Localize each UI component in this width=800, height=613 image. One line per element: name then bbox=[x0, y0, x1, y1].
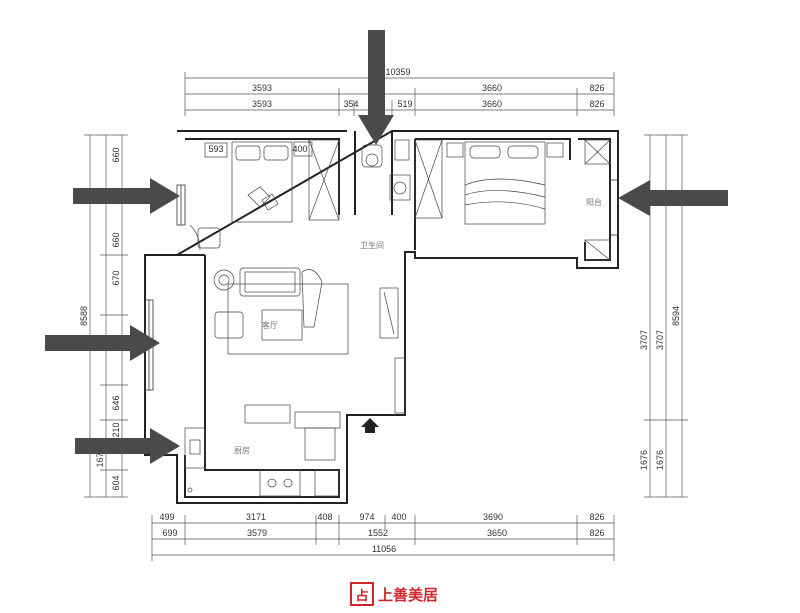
brand-name: 上善美居 bbox=[378, 585, 439, 604]
arrow-right bbox=[618, 180, 728, 216]
right-lower-dim-1: 1676 bbox=[639, 450, 649, 470]
outer-walls bbox=[144, 130, 619, 504]
entrance-marker bbox=[361, 418, 379, 433]
bottom-dim-10: 1552 bbox=[368, 528, 388, 538]
room-label-living: 客厅 bbox=[262, 320, 278, 330]
brand-mark: 占 bbox=[350, 582, 374, 606]
inner-dim-400: 400 bbox=[292, 144, 307, 154]
top-dim-1: 3593 bbox=[252, 83, 272, 93]
right-total-dim: 8594 bbox=[671, 306, 681, 326]
bathroom-fixtures bbox=[361, 139, 411, 201]
bottom-dim-11: 3650 bbox=[487, 528, 507, 538]
top-total-dim: 10359 bbox=[385, 67, 410, 77]
right-inner-dim-2: 3707 bbox=[655, 330, 665, 350]
left-dim-5: 210 bbox=[111, 422, 121, 437]
right-lower-dim-2: 1676 bbox=[655, 450, 665, 470]
top-dimensions bbox=[184, 72, 615, 116]
right-dimensions bbox=[644, 134, 688, 498]
arrows bbox=[45, 30, 728, 464]
bottom-dim-4: 974 bbox=[359, 512, 374, 522]
room-label-balcony: 阳台 bbox=[586, 197, 602, 207]
bottom-dim-3: 408 bbox=[317, 512, 332, 522]
left-dim-1: 660 bbox=[111, 147, 121, 162]
living-room-furniture bbox=[213, 267, 406, 414]
arrow-left-bottom bbox=[75, 428, 180, 464]
bedroom-left-furniture bbox=[189, 139, 340, 251]
bottom-dim-5: 400 bbox=[391, 512, 406, 522]
arrow-left-middle bbox=[45, 325, 160, 361]
arrow-top bbox=[358, 30, 394, 145]
right-inner-dim-1: 3707 bbox=[639, 330, 649, 350]
arrow-left-top bbox=[73, 178, 180, 214]
bottom-dim-2: 3171 bbox=[246, 512, 266, 522]
bottom-dim-12: 826 bbox=[589, 528, 604, 538]
bottom-dim-1: 499 bbox=[159, 512, 174, 522]
top-dim-8: 826 bbox=[589, 99, 604, 109]
top-dim-3: 826 bbox=[589, 83, 604, 93]
left-dim-7: 604 bbox=[111, 475, 121, 490]
left-dim-4: 646 bbox=[111, 395, 121, 410]
bottom-dim-7: 826 bbox=[589, 512, 604, 522]
bottom-dim-8: 699 bbox=[162, 528, 177, 538]
left-total-dim: 8588 bbox=[79, 306, 89, 326]
top-dim-5: 354 bbox=[343, 99, 358, 109]
room-label-kitchen: 厨房 bbox=[234, 445, 250, 455]
left-dim-3: 670 bbox=[111, 270, 121, 285]
bottom-dim-6: 3690 bbox=[483, 512, 503, 522]
top-dim-6: 519 bbox=[397, 99, 412, 109]
bottom-total-dim: 11056 bbox=[372, 544, 396, 554]
windows bbox=[144, 179, 619, 391]
top-dim-2: 3660 bbox=[482, 83, 502, 93]
left-dim-6: 167 bbox=[95, 452, 105, 467]
room-label-bathroom: 卫生间 bbox=[360, 240, 384, 250]
left-dim-2: 660 bbox=[111, 232, 121, 247]
top-dim-7: 3660 bbox=[482, 99, 502, 109]
bottom-dim-9: 3579 bbox=[247, 528, 267, 538]
bottom-dimensions bbox=[151, 515, 615, 561]
top-dim-4: 3593 bbox=[252, 99, 272, 109]
inner-dim-593: 593 bbox=[208, 144, 223, 154]
bedroom-right-furniture bbox=[414, 139, 611, 261]
kitchen-furniture bbox=[184, 404, 341, 497]
brand-logo: 占 上善美居 bbox=[350, 581, 438, 607]
